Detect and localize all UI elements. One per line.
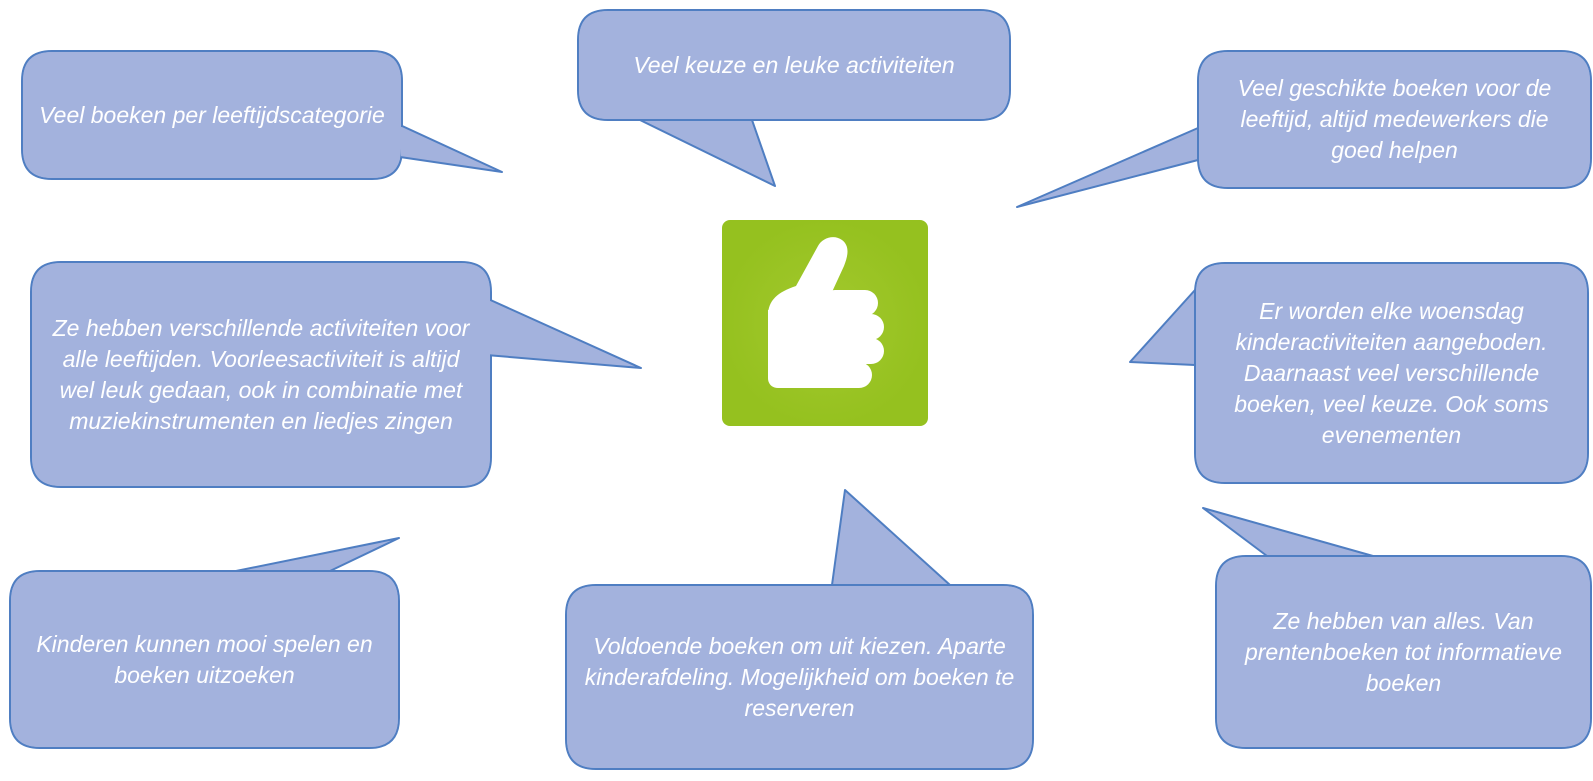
bubble-bottom-center xyxy=(565,489,1034,770)
speech-bubble-tail xyxy=(235,537,400,572)
thumb-finger-1 xyxy=(822,290,878,316)
thumb-finger-3 xyxy=(828,338,884,364)
bubble-bottom-left xyxy=(9,537,400,749)
thumb-hand-palm xyxy=(768,290,836,388)
speech-bubble-tail xyxy=(399,124,503,173)
bubble-mid-left xyxy=(30,261,642,488)
speech-bubble-tail xyxy=(1016,127,1199,208)
thumb-finger-4 xyxy=(822,362,872,388)
bubble-bottom-right xyxy=(1202,507,1592,749)
bubble-mid-right xyxy=(1129,262,1589,484)
speech-bubble-tail xyxy=(639,119,776,187)
bubble-top-left xyxy=(21,50,503,180)
speech-bubble-tail xyxy=(1202,507,1374,557)
bubble-top-center xyxy=(577,9,1011,187)
speech-bubble-tail xyxy=(1129,289,1196,366)
thumb-finger-2 xyxy=(828,314,884,340)
speech-bubble-tail xyxy=(831,489,951,586)
thumbs-up-icon xyxy=(722,220,928,426)
bubble-top-right xyxy=(1016,50,1592,208)
speech-bubble-tail xyxy=(485,297,642,369)
